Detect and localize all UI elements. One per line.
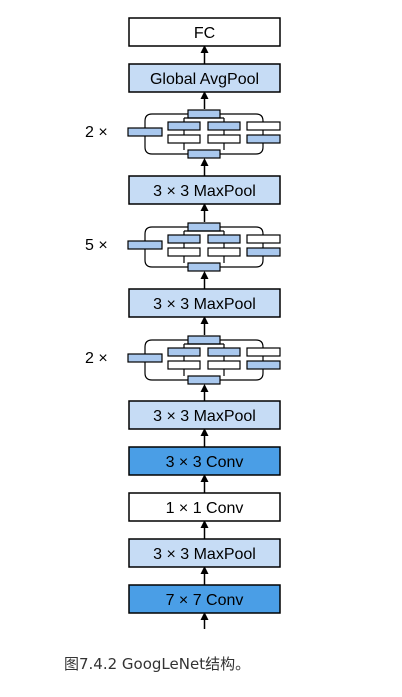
- branch-connector: [220, 226, 264, 235]
- block-box: [128, 538, 281, 568]
- branch-connector: [220, 256, 264, 268]
- blocks-layer: FC Global AvgPool 2 × 3 × 3 MaxPool 5 × 3 × 3…: [85, 17, 281, 614]
- block-5: 3 × 3 MaxPool: [128, 288, 281, 318]
- branch-box: [246, 360, 281, 370]
- branch-connector: [144, 113, 188, 128]
- branch-box: [207, 347, 241, 357]
- googlenet-diagram: FC Global AvgPool 2 × 3 × 3 MaxPool 5 × 3 × 3…: [85, 17, 281, 629]
- branch-connector: [144, 362, 188, 381]
- block-label: FC: [194, 25, 215, 42]
- block-8: 3 × 3 Conv: [128, 446, 281, 476]
- branch-box: [246, 234, 281, 244]
- branch-box: [207, 134, 241, 144]
- block-9: 1 × 1 Conv: [128, 492, 281, 522]
- branch-box: [167, 234, 201, 244]
- branch-connector: [220, 143, 264, 155]
- inception-module-2: 2 ×: [85, 109, 281, 159]
- block-label: 1 × 1 Conv: [166, 500, 244, 517]
- branch-box: [127, 127, 163, 137]
- figure-caption: 图7.4.2 GoogLeNet结构。: [64, 655, 251, 673]
- branch-box: [167, 360, 201, 370]
- block-label: 3 × 3 MaxPool: [153, 296, 256, 313]
- block-3: 3 × 3 MaxPool: [128, 175, 281, 205]
- inception-input-box: [187, 222, 221, 232]
- branch-box: [127, 353, 163, 363]
- block-label: 3 × 3 MaxPool: [153, 183, 256, 200]
- block-1: Global AvgPool: [128, 63, 281, 93]
- block-box: [128, 584, 281, 614]
- block-11: 7 × 7 Conv: [128, 584, 281, 614]
- repeat-label: 5 ×: [85, 237, 108, 254]
- branch-box: [207, 121, 241, 131]
- branch-box: [127, 240, 163, 250]
- block-box: [128, 400, 281, 430]
- branch-box: [246, 134, 281, 144]
- inception-concat-box: [187, 375, 221, 385]
- branch-connector: [144, 136, 188, 155]
- repeat-label: 2 ×: [85, 350, 108, 367]
- branch-connector: [220, 339, 264, 348]
- branch-connector: [220, 369, 264, 381]
- branch-box: [167, 121, 201, 131]
- inception-input-box: [187, 109, 221, 119]
- branch-box: [207, 234, 241, 244]
- branch-box: [167, 247, 201, 257]
- block-0: FC: [128, 17, 281, 47]
- repeat-label: 2 ×: [85, 124, 108, 141]
- branch-box: [207, 360, 241, 370]
- branch-box: [167, 347, 201, 357]
- branch-connector: [144, 339, 188, 354]
- branch-box: [246, 347, 281, 357]
- branch-connector: [220, 113, 264, 122]
- branch-box: [167, 134, 201, 144]
- block-label: Global AvgPool: [150, 71, 259, 88]
- block-label: 3 × 3 MaxPool: [153, 408, 256, 425]
- branch-box: [246, 247, 281, 257]
- block-label: 7 × 7 Conv: [166, 592, 244, 609]
- block-7: 3 × 3 MaxPool: [128, 400, 281, 430]
- block-label: 3 × 3 Conv: [166, 454, 244, 471]
- branch-box: [246, 121, 281, 131]
- inception-module-4: 5 ×: [85, 222, 281, 272]
- googlenet-architecture-svg: FC Global AvgPool 2 × 3 × 3 MaxPool 5 × 3 × 3…: [85, 17, 281, 629]
- inception-concat-box: [187, 149, 221, 159]
- branch-box: [207, 247, 241, 257]
- block-box: [128, 175, 281, 205]
- block-10: 3 × 3 MaxPool: [128, 538, 281, 568]
- inception-concat-box: [187, 262, 221, 272]
- block-box: [128, 17, 281, 47]
- inception-input-box: [187, 335, 221, 345]
- branch-connector: [144, 226, 188, 241]
- branch-connector: [144, 249, 188, 268]
- inception-module-6: 2 ×: [85, 335, 281, 385]
- block-box: [128, 446, 281, 476]
- block-box: [128, 492, 281, 522]
- block-box: [128, 63, 281, 93]
- block-box: [128, 288, 281, 318]
- block-label: 3 × 3 MaxPool: [153, 546, 256, 563]
